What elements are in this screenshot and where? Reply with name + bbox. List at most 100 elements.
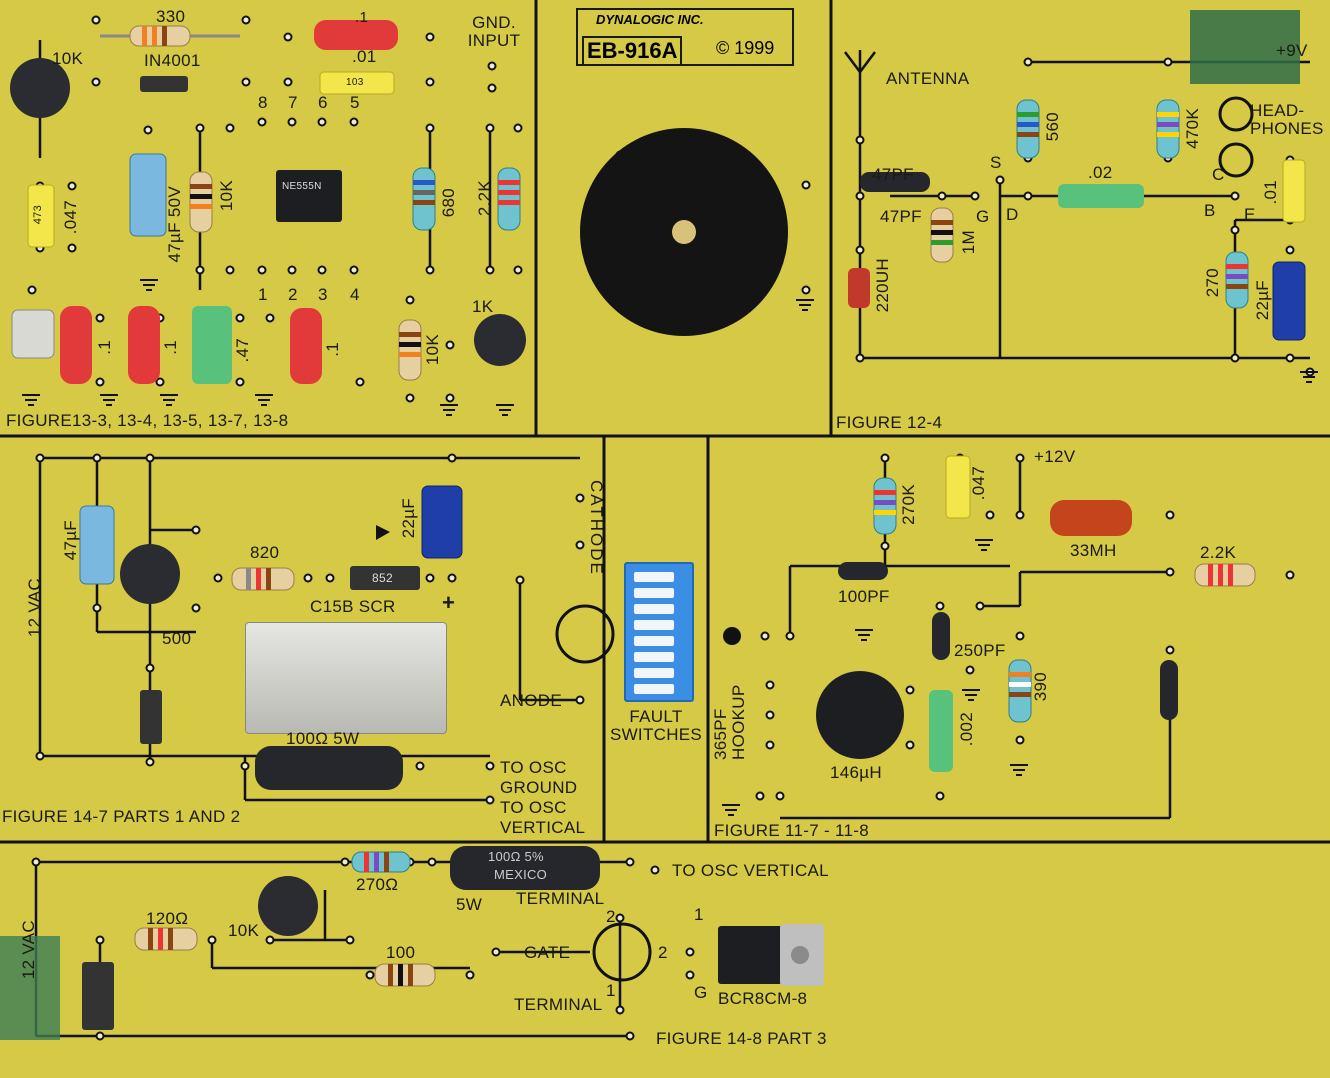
- diode-in4001: [140, 76, 188, 92]
- label-680: 680: [439, 188, 458, 218]
- label-c15b-scr: C15B SCR: [310, 597, 396, 616]
- dip-switch-6[interactable]: [634, 652, 674, 662]
- resistor-2-2k: [497, 167, 521, 231]
- power-resistor-mexico: [450, 846, 600, 890]
- label-in4001: IN4001: [144, 51, 201, 70]
- label-fault-switches: FAULT SWITCHES: [609, 707, 703, 744]
- label-47uf-b: 47µF: [61, 520, 80, 561]
- power-resistor-100-ohm: [255, 746, 403, 790]
- label-d: D: [1006, 205, 1019, 224]
- capacitor-red-1: [314, 20, 398, 50]
- resistor-270: [1225, 251, 1249, 309]
- label-b: B: [1204, 201, 1216, 220]
- phone-jack-bracket[interactable]: [245, 622, 447, 734]
- resistor-1m: [930, 207, 954, 263]
- figure-13-caption: FIGURE13-3, 13-4, 13-5, 13-7, 13-8: [6, 411, 289, 430]
- label-plus-12v: +12V: [1034, 447, 1076, 466]
- label-antenna: ANTENNA: [886, 69, 970, 88]
- scr-symbol: [555, 604, 615, 664]
- label-headphones: HEAD- PHONES: [1250, 101, 1324, 138]
- label-anode: ANODE: [500, 691, 562, 710]
- label-triac-pin-2a: 2: [606, 907, 616, 926]
- label-12vac-b: 12 VAC: [19, 920, 38, 980]
- label-365pf-hookup: 365PF HOOKUP: [711, 684, 748, 760]
- dip-switch-2[interactable]: [634, 588, 674, 598]
- power-res-marking-b: MEXICO: [494, 867, 548, 882]
- label-10k-c: 10K: [228, 921, 260, 940]
- resistor-820: [231, 567, 295, 591]
- headphone-jack-top[interactable]: [1218, 96, 1254, 132]
- figure-12-caption: FIGURE 12-4: [836, 413, 943, 432]
- label-220uh: 220UH: [873, 258, 892, 313]
- ic-pin-3: 3: [318, 285, 328, 304]
- label-270k: 270K: [899, 484, 918, 525]
- label-cathode: CATHODE: [587, 480, 606, 576]
- label-plus: +: [442, 590, 456, 615]
- label-gate: GATE: [524, 943, 571, 962]
- label-22uf-b: 22µF: [1253, 280, 1272, 321]
- diode-852-b: [82, 962, 114, 1030]
- label-terminal-bottom: TERMINAL: [514, 995, 603, 1014]
- dip-switch-7[interactable]: [634, 668, 674, 678]
- label-5w: 5W: [456, 895, 483, 914]
- dip-switch-8[interactable]: [634, 684, 674, 694]
- ic-pin-7: 7: [288, 93, 298, 112]
- label-1k: 1K: [472, 297, 494, 316]
- label-390: 390: [1031, 672, 1050, 702]
- potentiometer-10k-b[interactable]: [258, 876, 318, 936]
- label-470k: 470K: [1183, 108, 1202, 149]
- label-330: 330: [156, 7, 186, 26]
- diode-852-a: [140, 690, 162, 744]
- dial-screw: [672, 220, 696, 244]
- capacitor-yellow-103: [319, 71, 395, 95]
- capacitor-green-02: [1058, 184, 1144, 208]
- label-bcr8cm-8: BCR8CM-8: [718, 989, 808, 1008]
- potentiometer-500[interactable]: [120, 544, 180, 604]
- label-047: .047: [61, 200, 80, 235]
- potentiometer-10k[interactable]: [10, 58, 70, 118]
- ic-555: [276, 170, 342, 222]
- capacitor-green-47: [192, 306, 232, 384]
- dip-switch-3[interactable]: [634, 604, 674, 614]
- resistor-470k: [1156, 99, 1180, 159]
- label-100-ohm-5w: 100Ω 5W: [286, 729, 360, 748]
- label-500: 500: [162, 629, 192, 648]
- label-01: .01: [1261, 180, 1280, 205]
- resistor-10k-a: [189, 171, 213, 233]
- label-g: G: [976, 207, 990, 226]
- dip-switch-4[interactable]: [634, 620, 674, 630]
- cap-473-marking: 473: [32, 205, 44, 225]
- resistor-270-ohm: [351, 851, 411, 873]
- label-bcr-pin-1: 1: [694, 905, 704, 924]
- hookup-post[interactable]: [723, 627, 741, 645]
- capacitor-ceramic: [1160, 660, 1178, 720]
- label-270: 270: [1203, 268, 1222, 298]
- diode-scr: [350, 566, 420, 590]
- resistor-270k: [873, 477, 897, 535]
- potentiometer-1k[interactable]: [474, 314, 526, 366]
- capacitor-100pf: [838, 562, 888, 580]
- label-33mh: 33MH: [1070, 541, 1117, 560]
- resistor-390: [1008, 659, 1032, 723]
- dip-switch-1[interactable]: [634, 572, 674, 582]
- capacitor-yellow-473: [27, 184, 55, 248]
- label-02: .02: [1088, 163, 1113, 182]
- label-250pf: 250PF: [954, 641, 1006, 660]
- label-c1-b: .1: [161, 340, 180, 355]
- ic-pin-1: 1: [258, 285, 268, 304]
- inductor-220uh: [848, 268, 870, 308]
- label-to-osc-vertical: TO OSC VERTICAL: [500, 798, 586, 837]
- push-button[interactable]: [11, 309, 55, 359]
- ic-pin-2: 2: [288, 285, 298, 304]
- resistor-10k-b: [398, 319, 422, 381]
- headphone-jack-bottom[interactable]: [1218, 142, 1254, 178]
- label-270-ohm: 270Ω: [356, 875, 399, 894]
- tape-bottom-left: [0, 936, 60, 1040]
- fault-dip-switch[interactable]: [624, 562, 694, 702]
- power-res-marking: 100Ω 5%: [488, 849, 544, 864]
- capacitor-yellow-047: [945, 455, 971, 519]
- dip-switch-5[interactable]: [634, 636, 674, 646]
